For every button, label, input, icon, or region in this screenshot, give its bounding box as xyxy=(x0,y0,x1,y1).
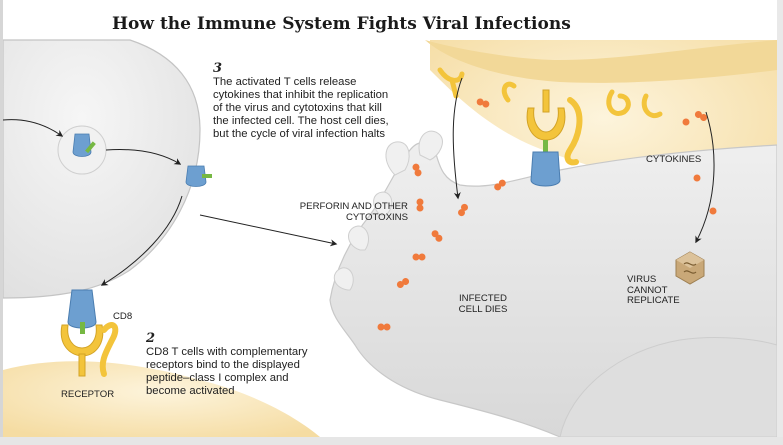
frame-border-bottom xyxy=(0,437,783,445)
arrow-release-cytotoxins xyxy=(452,77,463,200)
arrow-into-small-cell xyxy=(2,119,64,137)
virus-label: VIRUS CANNOT REPLICATE xyxy=(627,274,680,307)
arrow-down-to-cd8 xyxy=(100,195,183,286)
virus-label-line-3: REPLICATE xyxy=(627,295,680,306)
step2-line-2: receptors bind to the displayed xyxy=(146,359,300,371)
step3-line-4: the infected cell. The host cell dies, xyxy=(213,115,389,127)
step2-line-1: CD8 T cells with complementary xyxy=(146,346,308,358)
tcell-yellow-top xyxy=(425,40,777,83)
perforin-label: PERFORIN AND OTHER CYTOTOXINS xyxy=(290,201,408,223)
step2-number: 2 xyxy=(146,331,156,346)
step3-line-5: but the cycle of viral infection halts xyxy=(213,128,386,140)
arrow-to-infected-cell xyxy=(199,214,338,247)
receptor-fragment-4 xyxy=(501,81,517,103)
infected-cell-label: INFECTED CELL DIES xyxy=(449,293,517,315)
step3-number: 3 xyxy=(213,61,223,76)
cytotoxin-molecules xyxy=(377,98,717,331)
infected-cell-bleb-4 xyxy=(333,267,354,291)
perforin-label-line-2: CYTOTOXINS xyxy=(345,211,408,223)
antigen-presenting-cell xyxy=(2,39,201,299)
step2-description: CD8 T cells with complementary receptors… xyxy=(146,346,308,398)
receptor-label: RECEPTOR xyxy=(61,389,115,400)
receptor-fragment-2 xyxy=(606,89,631,116)
virus-icon xyxy=(675,251,705,285)
infected-cell-bleb-3 xyxy=(348,225,369,251)
cd8-label: CD8 xyxy=(113,311,133,322)
perforin-label-line-1: PERFORIN AND OTHER xyxy=(299,201,408,212)
infected-label-line-1: INFECTED xyxy=(459,293,507,304)
virus-label-line-1: VIRUS xyxy=(627,274,657,285)
arrow-small-cell-to-receptor xyxy=(105,149,182,165)
virus-label-line-2: CANNOT xyxy=(627,284,668,296)
step2-line-3: peptide–class I complex and xyxy=(146,372,289,384)
step2-line-4: become activated xyxy=(146,385,235,397)
infected-label-line-2: CELL DIES xyxy=(458,303,508,315)
cytokines-label: CYTOKINES xyxy=(646,154,702,165)
infected-cell-bleb-2 xyxy=(418,130,443,161)
receptor-fragment-1 xyxy=(437,67,465,99)
diagram-title: How the Immune System Fights Viral Infec… xyxy=(112,14,571,34)
frame-border-left xyxy=(0,0,3,445)
receptor-fragment-3 xyxy=(641,93,663,118)
step3-line-1: The activated T cells release xyxy=(213,76,357,88)
tcell-yellow-lower-left xyxy=(3,361,320,437)
infected-cell-bleb-1 xyxy=(385,141,410,176)
infected-cell-bleb-5 xyxy=(373,191,393,216)
cd8-tcell-receptor-complex xyxy=(60,289,119,377)
frame-border-right xyxy=(777,0,783,445)
step3-line-2: cytokines that inhibit the replication xyxy=(213,89,389,101)
step3-description: The activated T cells release cytokines … xyxy=(213,76,389,141)
arrow-cytokines-to-virus xyxy=(695,111,715,244)
tcell-receptor-complex-upper xyxy=(526,89,583,187)
apc-receptor-icon xyxy=(185,165,212,187)
small-cell-receptor-icon xyxy=(72,133,96,157)
step3-line-3: of the virus and cytotoxins that kill xyxy=(213,102,382,114)
infected-cell-shadow xyxy=(559,336,778,438)
